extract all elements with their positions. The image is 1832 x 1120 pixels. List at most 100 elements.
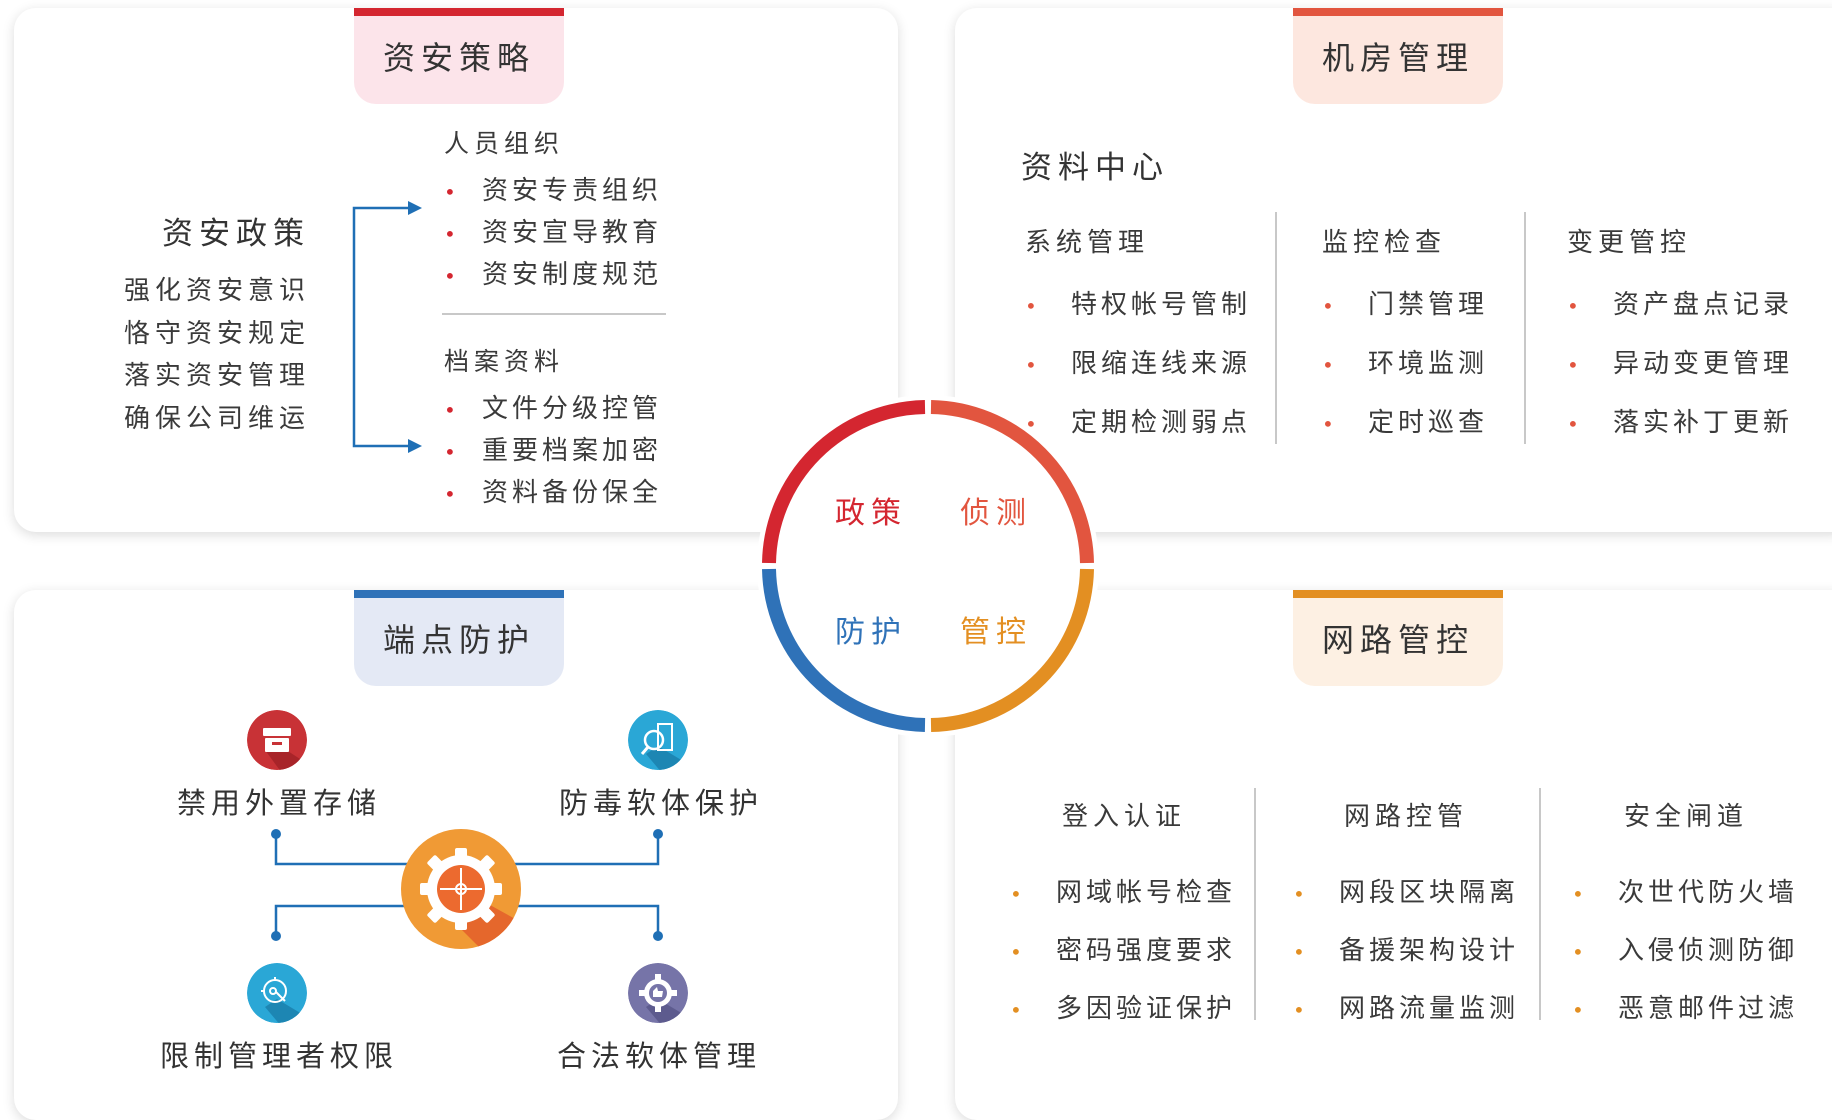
policy-line: 强化资安意识 [124,276,311,306]
bullet-dot: • [444,440,460,464]
list-item: •资料备份保全 [444,472,662,509]
bullet-dot: • [1567,412,1583,436]
endpoint-protection-panel: 端点防护 [14,590,898,1120]
bullet-dot: • [1322,294,1338,318]
server-room-tab: 机房管理 [1293,8,1503,104]
bullet-dot: • [1025,412,1041,436]
list-item-label: 资安宣导教育 [482,218,663,248]
column-title: 监控检查 [1322,228,1447,258]
bullet-dot: • [444,482,460,506]
group-title-files: 档案资料 [444,347,565,376]
list-item: •环境监测 [1322,343,1488,380]
ring-segment-control [930,568,1094,732]
ring-label-policy: 政策 [835,496,907,531]
list-item-label: 门禁管理 [1368,290,1489,320]
bullet-dot: • [1567,353,1583,377]
bullet-dot: • [1572,882,1588,906]
bullet-dot: • [1293,998,1309,1022]
bullet-dot: • [1572,940,1588,964]
list-item: • 特权帐号管制 [1025,284,1251,321]
list-item-label: 网域帐号检查 [1056,878,1237,908]
list-item-label: 入侵侦测防御 [1618,936,1799,966]
list-item: • 文件分级控管 [444,388,662,425]
column-title: 安全闸道 [1624,802,1749,832]
column-divider [1275,212,1277,444]
list-item-label: 定期检测弱点 [1071,408,1252,438]
list-item: • 限缩连线来源 [1025,343,1251,380]
node-label: 限制管理者权限 [159,1039,398,1073]
bullet-dot: • [1322,412,1338,436]
strategy-tab-label: 资安策略 [382,39,535,77]
bullet-dot: • [444,180,460,204]
key-target-icon [247,963,307,1023]
list-item: • 门禁管理 [1322,284,1488,321]
gear-crosshair-icon [401,829,521,949]
ring-label-protect: 防护 [835,615,907,650]
storage-box-icon [247,710,307,770]
list-item-label: 文件分级控管 [482,394,663,424]
list-item: •恶意邮件过滤 [1572,988,1798,1025]
bullet-dot: • [1025,294,1041,318]
bullet-dot: • [444,264,460,288]
data-center-heading: 资料中心 [1021,150,1169,186]
list-item-label: 密码强度要求 [1056,936,1237,966]
list-item-label: 限缩连线来源 [1071,349,1252,379]
endpoint-tab: 端点防护 [354,590,564,686]
policy-bracket-arrows [352,201,422,453]
list-item: • 入侵侦测防御 [1572,930,1798,967]
group-title-personnel: 人员组织 [444,129,565,158]
network-control-panel: 网路管控 登入认证 •网域帐号检查 •密码强度要求 •多因验证保护 网路控管 •… [955,590,1832,1120]
column-divider [1524,212,1526,444]
list-item-label: 特权帐号管制 [1071,290,1252,320]
column-divider [1539,788,1541,1020]
endpoint-tab-bar [354,590,564,598]
list-item-label: 落实补丁更新 [1613,408,1794,438]
node-label: 防毒软体保护 [558,786,763,820]
list-item: • 资安制度规范 [444,254,662,291]
bullet-dot: • [1010,940,1026,964]
network-tab-bar [1293,590,1503,598]
list-item-label: 恶意邮件过滤 [1618,994,1799,1024]
bullet-dot: • [444,398,460,422]
list-item: •备援架构设计 [1293,930,1519,967]
bullet-dot: • [1567,294,1583,318]
strategy-tab-bar [354,8,564,16]
column-title: 系统管理 [1025,228,1150,258]
list-item-label: 定时巡查 [1368,408,1489,438]
list-item-label: 资安专责组织 [482,176,663,206]
list-item: •网路流量监测 [1293,988,1519,1025]
list-item: • 多因验证保护 [1010,988,1236,1025]
ring-label-control: 管控 [960,615,1032,650]
list-item: • 重要档案加密 [444,430,662,467]
list-item-label: 多因验证保护 [1056,994,1237,1024]
column-divider [1254,788,1256,1020]
list-item-label: 重要档案加密 [482,436,663,466]
ring-segment-detect [930,400,1094,564]
node-label: 合法软体管理 [556,1039,761,1073]
ring-label-detect: 侦测 [960,496,1032,531]
network-tab-label: 网路管控 [1321,621,1474,659]
list-item: • 密码强度要求 [1010,930,1236,967]
list-item-label: 备援架构设计 [1339,936,1520,966]
bullet-dot: • [1010,882,1026,906]
network-tab: 网路管控 [1293,590,1503,686]
list-item: •异动变更管理 [1567,343,1793,380]
gear-thumbs-up-icon [628,963,688,1023]
list-item-label: 次世代防火墙 [1618,878,1799,908]
bullet-dot: • [1010,998,1026,1022]
server-room-tab-label: 机房管理 [1321,39,1474,77]
ring-segment-protect [762,568,926,732]
column-title: 网路控管 [1344,802,1469,832]
column-title: 变更管控 [1567,228,1692,258]
security-ring [762,400,1094,732]
list-item-label: 资安制度规范 [482,260,663,290]
list-item: • 落实补丁更新 [1567,402,1793,439]
bullet-dot: • [1025,353,1041,377]
ring-segment-policy [762,400,926,564]
list-item: • 网域帐号检查 [1010,872,1236,909]
bullet-dot: • [444,222,460,246]
list-item-label: 资产盘点记录 [1613,290,1794,320]
group-divider [442,313,666,315]
list-item-label: 网段区块隔离 [1339,878,1520,908]
list-item: • 次世代防火墙 [1572,872,1798,909]
